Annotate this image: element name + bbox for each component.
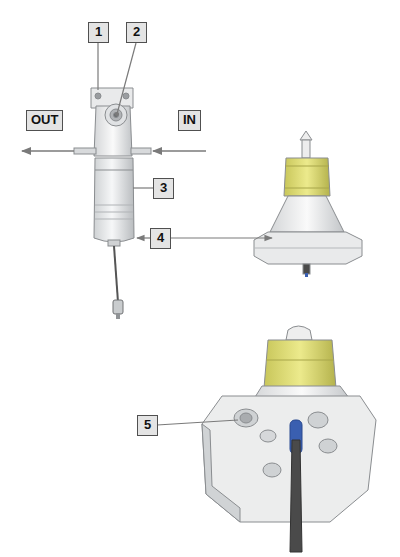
callout-number: 3 bbox=[153, 178, 174, 199]
water-sensor bbox=[254, 131, 362, 277]
sensor-underside bbox=[202, 326, 376, 552]
filter-head bbox=[74, 88, 151, 156]
leader-lines bbox=[98, 43, 238, 425]
leader-arrow bbox=[171, 237, 272, 238]
filter-bowl bbox=[94, 158, 134, 246]
in-arrow bbox=[153, 150, 206, 152]
callout-number: 1 bbox=[88, 22, 109, 43]
flow-label: OUT bbox=[26, 110, 63, 131]
sensor-wire bbox=[113, 246, 123, 319]
leader-arrow bbox=[137, 237, 150, 238]
callout-number: 5 bbox=[137, 415, 158, 436]
callout-number: 4 bbox=[150, 228, 171, 249]
callout-number: 2 bbox=[126, 22, 147, 43]
flow-label: IN bbox=[178, 110, 201, 131]
out-arrow bbox=[22, 150, 74, 152]
